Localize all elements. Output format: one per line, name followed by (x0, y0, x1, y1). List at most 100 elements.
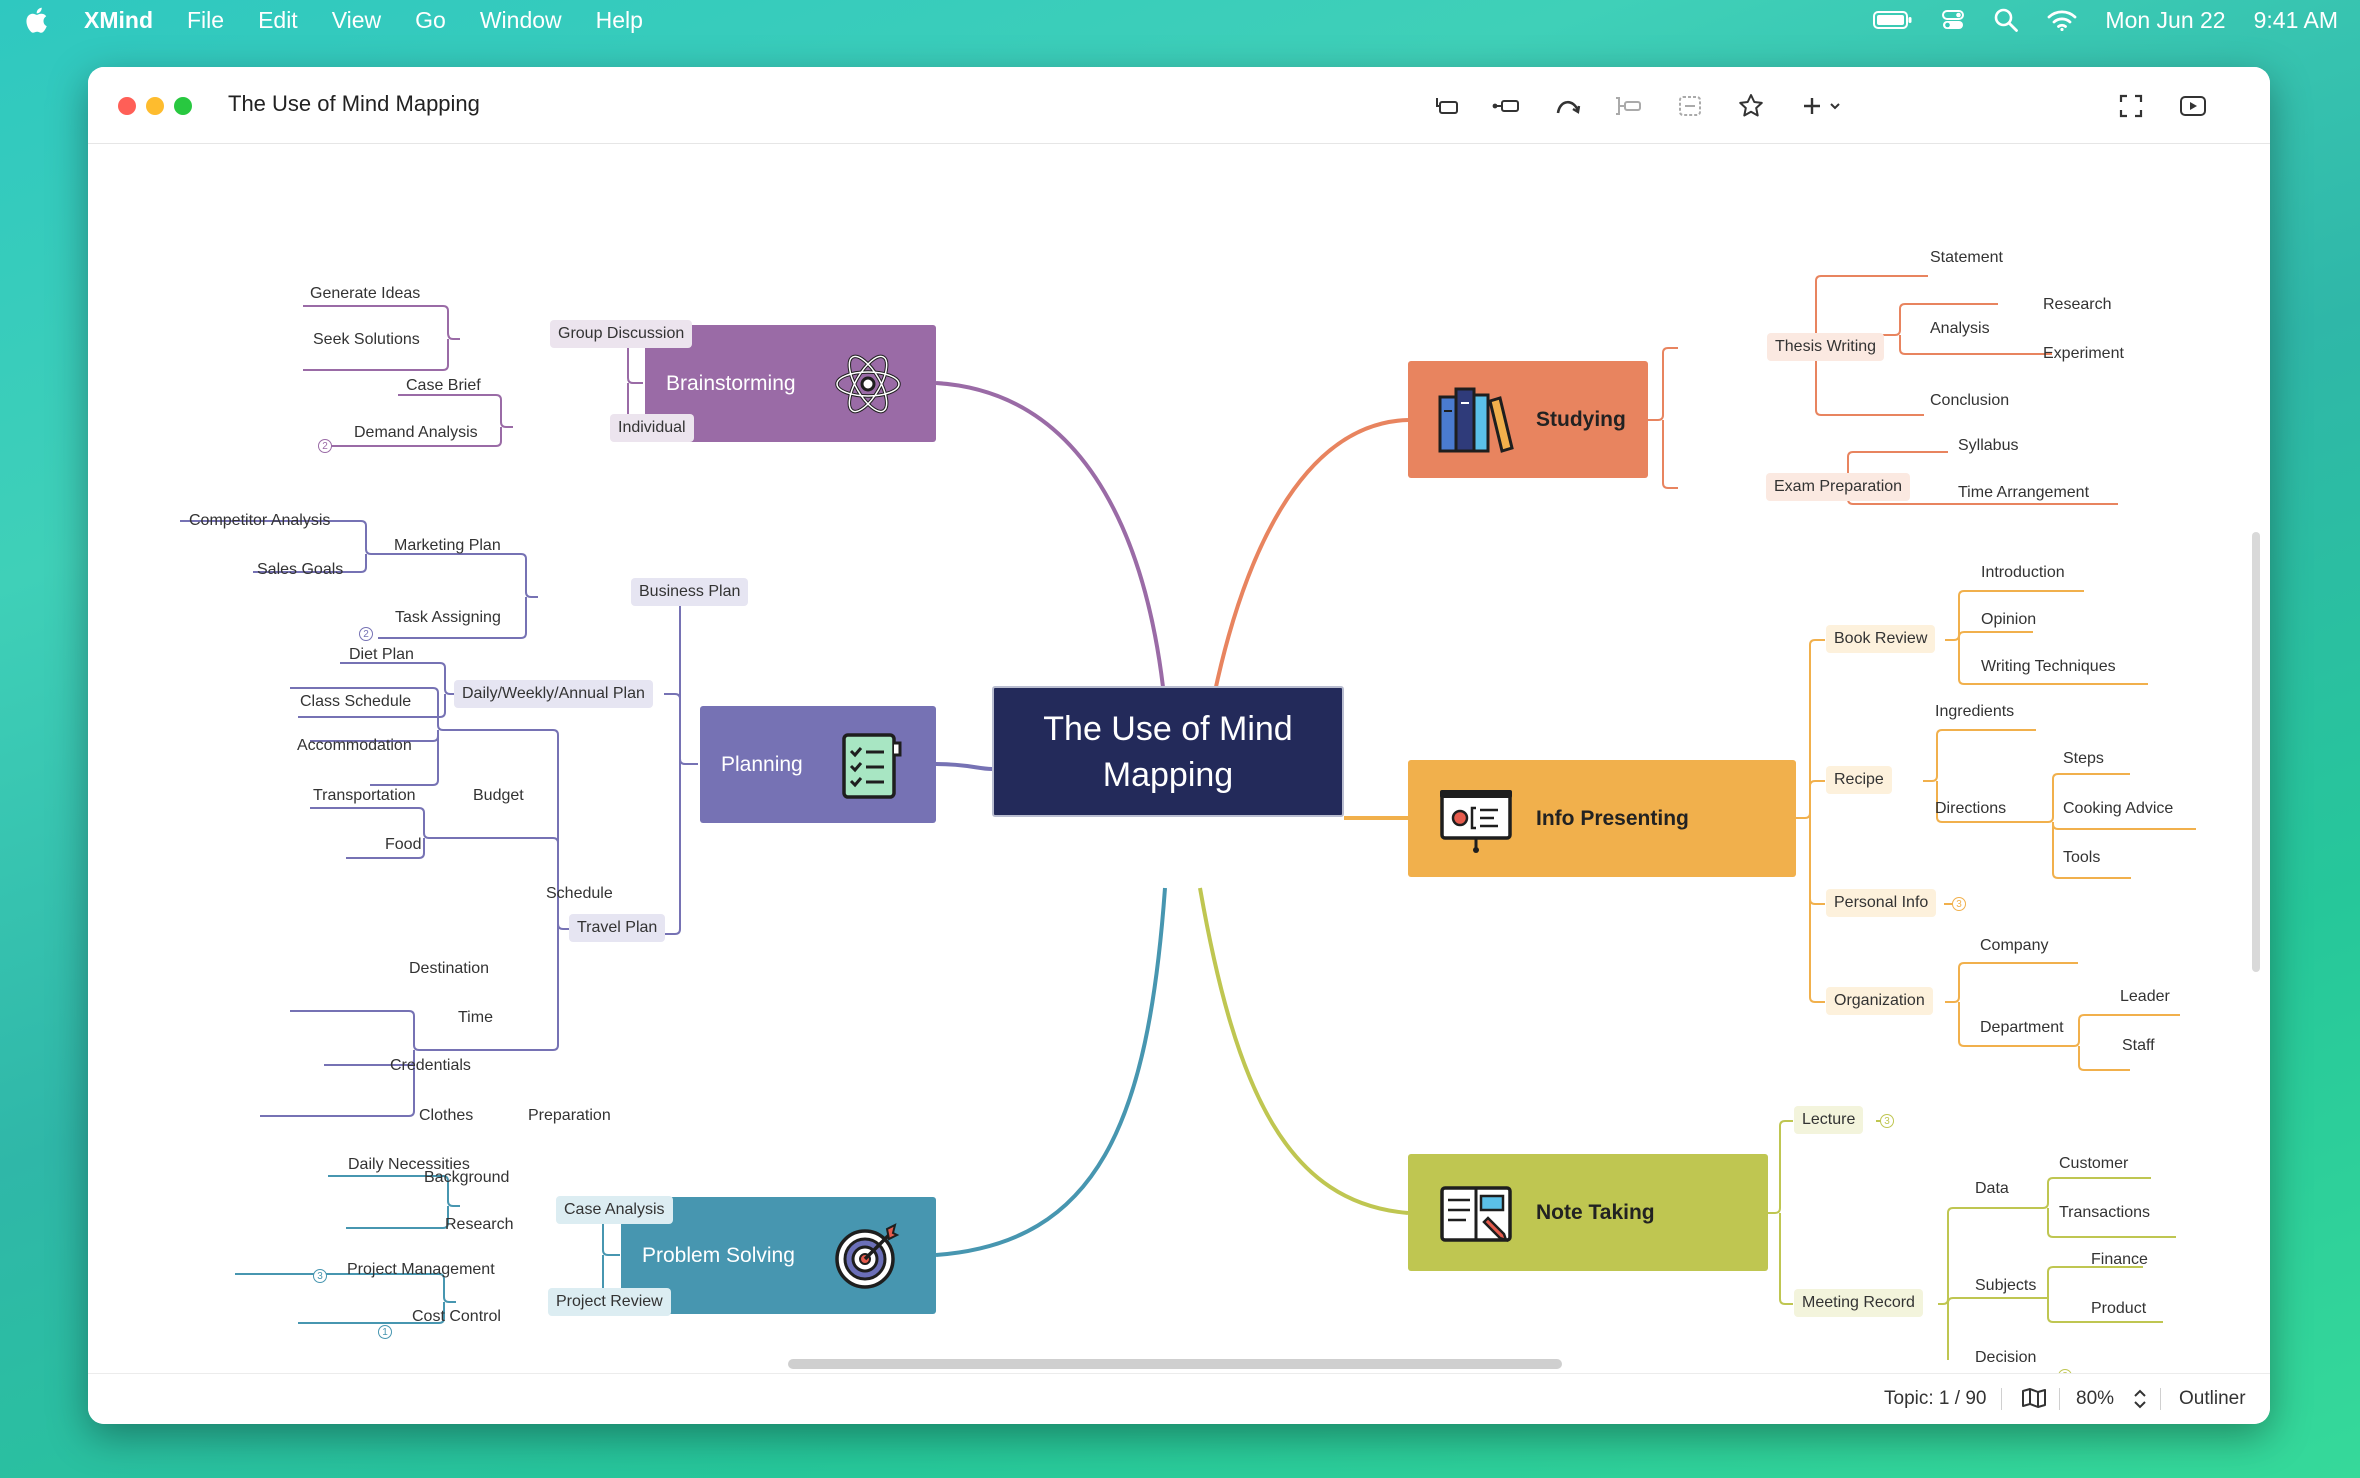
outliner-button[interactable]: Outliner (2179, 1388, 2246, 1409)
subtopic-project-review[interactable]: Project Review (548, 1288, 671, 1316)
subtopic-credentials[interactable]: Credentials (390, 1057, 471, 1074)
battery-icon[interactable] (1873, 10, 1913, 30)
subtopic-competitor-analysis[interactable]: Competitor Analysis (189, 512, 331, 529)
subtopic-leader[interactable]: Leader (2120, 988, 2170, 1005)
subtopic-daily-necessities[interactable]: Daily Necessities (348, 1156, 470, 1173)
subtopic-destination[interactable]: Destination (409, 960, 490, 977)
subtopic-opinion[interactable]: Opinion (1981, 611, 2037, 628)
subtopic-generate-ideas[interactable]: Generate Ideas (310, 285, 421, 302)
subtopic-group-discussion[interactable]: Group Discussion (550, 320, 693, 348)
subtopic-book-review[interactable]: Book Review (1826, 625, 1936, 653)
topic-studying[interactable]: Studying (1408, 361, 1648, 478)
map-view-icon[interactable] (2021, 1386, 2047, 1410)
menu-go[interactable]: Go (415, 6, 446, 33)
topic-note-taking[interactable]: Note Taking (1408, 1154, 1768, 1271)
app-menu-name[interactable]: XMind (84, 6, 153, 33)
subtopic-organization[interactable]: Organization (1826, 987, 1933, 1015)
subtopic-finance[interactable]: Finance (2091, 1251, 2148, 1268)
pitch-mode-button[interactable] (2176, 89, 2210, 123)
subtopic-conclusion[interactable]: Conclusion (1930, 392, 2010, 409)
relationship-button[interactable] (1551, 89, 1585, 123)
subtopic-cooking-advice[interactable]: Cooking Advice (2063, 800, 2174, 817)
subtopic-steps[interactable]: Steps (2063, 750, 2104, 767)
menu-help[interactable]: Help (595, 6, 643, 33)
subtopic-food[interactable]: Food (385, 836, 422, 853)
subtopic-decision[interactable]: Decision (1975, 1349, 2037, 1366)
subtopic-demand-analysis[interactable]: Demand Analysis (354, 424, 478, 441)
horizontal-scrollbar[interactable] (788, 1359, 1562, 1369)
menu-window[interactable]: Window (479, 6, 562, 33)
subtopic-background[interactable]: Background (424, 1169, 510, 1186)
menu-file[interactable]: File (187, 6, 225, 33)
wifi-icon[interactable] (2047, 9, 2077, 31)
subtopic-accommodation[interactable]: Accommodation (297, 737, 412, 754)
control-center-icon[interactable] (1941, 8, 1965, 32)
subtopic-diet-plan[interactable]: Diet Plan (349, 646, 414, 663)
subtopic-ingredients[interactable]: Ingredients (1935, 703, 2015, 720)
subtopic-schedule[interactable]: Schedule (546, 885, 613, 902)
summary-button[interactable] (1673, 89, 1707, 123)
subtopic-staff[interactable]: Staff (2122, 1037, 2155, 1054)
subtopic-syllabus[interactable]: Syllabus (1958, 437, 2019, 454)
collapsed-count-badge[interactable]: 2 (359, 627, 373, 641)
subtopic-research[interactable]: Research (445, 1216, 514, 1233)
subtopic-cost-control[interactable]: Cost Control (412, 1308, 501, 1325)
subtopic-thesis-writing[interactable]: Thesis Writing (1767, 333, 1885, 361)
zoom-stepper-icon[interactable] (2132, 1386, 2148, 1412)
collapsed-count-badge[interactable]: 2 (318, 439, 332, 453)
mind-map-canvas[interactable]: The Use of Mind Mapping Brainstorming Pl… (88, 143, 2270, 1383)
fullscreen-button[interactable] (2114, 89, 2148, 123)
subtopic-statement[interactable]: Statement (1930, 249, 2003, 266)
insert-subtopic-button[interactable] (1489, 89, 1523, 123)
topic-info-presenting[interactable]: Info Presenting (1408, 760, 1796, 877)
subtopic-case-analysis[interactable]: Case Analysis (556, 1196, 673, 1224)
collapsed-count-badge[interactable]: 1 (378, 1325, 392, 1339)
subtopic-seek-solutions[interactable]: Seek Solutions (313, 331, 420, 348)
subtopic-tools[interactable]: Tools (2063, 849, 2101, 866)
subtopic-recipe[interactable]: Recipe (1826, 766, 1892, 794)
subtopic-case-brief[interactable]: Case Brief (406, 377, 481, 394)
subtopic-personal-info[interactable]: Personal Info (1826, 889, 1937, 917)
collapsed-count-badge[interactable]: 3 (313, 1269, 327, 1283)
subtopic-marketing-plan[interactable]: Marketing Plan (394, 537, 501, 554)
subtopic-project-management[interactable]: Project Management (347, 1261, 495, 1278)
subtopic-customer[interactable]: Customer (2059, 1155, 2129, 1172)
subtopic-individual[interactable]: Individual (610, 414, 694, 442)
subtopic-time[interactable]: Time (458, 1009, 493, 1026)
subtopic-preparation[interactable]: Preparation (528, 1107, 611, 1124)
subtopic-analysis[interactable]: Analysis (1930, 320, 1990, 337)
collapsed-count-badge[interactable]: 3 (1880, 1114, 1894, 1128)
subtopic-clothes[interactable]: Clothes (419, 1107, 474, 1124)
topic-problem-solving[interactable]: Problem Solving (621, 1197, 936, 1314)
menu-edit[interactable]: Edit (258, 6, 298, 33)
zoom-window-button[interactable] (174, 97, 192, 115)
spotlight-search-icon[interactable] (1993, 7, 2019, 33)
subtopic-class-schedule[interactable]: Class Schedule (300, 693, 412, 710)
subtopic-lecture[interactable]: Lecture (1794, 1106, 1864, 1134)
vertical-scrollbar[interactable] (2252, 532, 2260, 972)
subtopic-department[interactable]: Department (1980, 1019, 2064, 1036)
subtopic-time-arrangement[interactable]: Time Arrangement (1958, 484, 2090, 501)
collapsed-count-badge[interactable]: 3 (1952, 897, 1966, 911)
apple-icon[interactable] (22, 5, 48, 35)
subtopic-sales-goals[interactable]: Sales Goals (257, 561, 344, 578)
subtopic-exam-preparation[interactable]: Exam Preparation (1766, 473, 1911, 501)
clock-date[interactable]: Mon Jun 22 (2105, 6, 2226, 33)
marker-button[interactable] (1734, 89, 1768, 123)
minimize-window-button[interactable] (146, 97, 164, 115)
subtopic-meeting-record[interactable]: Meeting Record (1794, 1289, 1923, 1317)
subtopic-company[interactable]: Company (1980, 937, 2049, 954)
subtopic-subjects[interactable]: Subjects (1975, 1277, 2037, 1294)
subtopic-product[interactable]: Product (2091, 1300, 2147, 1317)
menu-view[interactable]: View (331, 6, 382, 33)
subtopic-daily-weekly-annual-plan[interactable]: Daily/Weekly/Annual Plan (454, 680, 653, 708)
subtopic-experiment[interactable]: Experiment (2043, 345, 2124, 362)
subtopic-introduction[interactable]: Introduction (1981, 564, 2065, 581)
clock-time[interactable]: 9:41 AM (2253, 6, 2338, 33)
subtopic-budget[interactable]: Budget (473, 787, 524, 804)
subtopic-business-plan[interactable]: Business Plan (631, 578, 749, 606)
add-menu-button[interactable] (1791, 89, 1851, 123)
topic-planning[interactable]: Planning (700, 706, 936, 823)
close-window-button[interactable] (118, 97, 136, 115)
insert-topic-button[interactable] (1430, 89, 1464, 123)
